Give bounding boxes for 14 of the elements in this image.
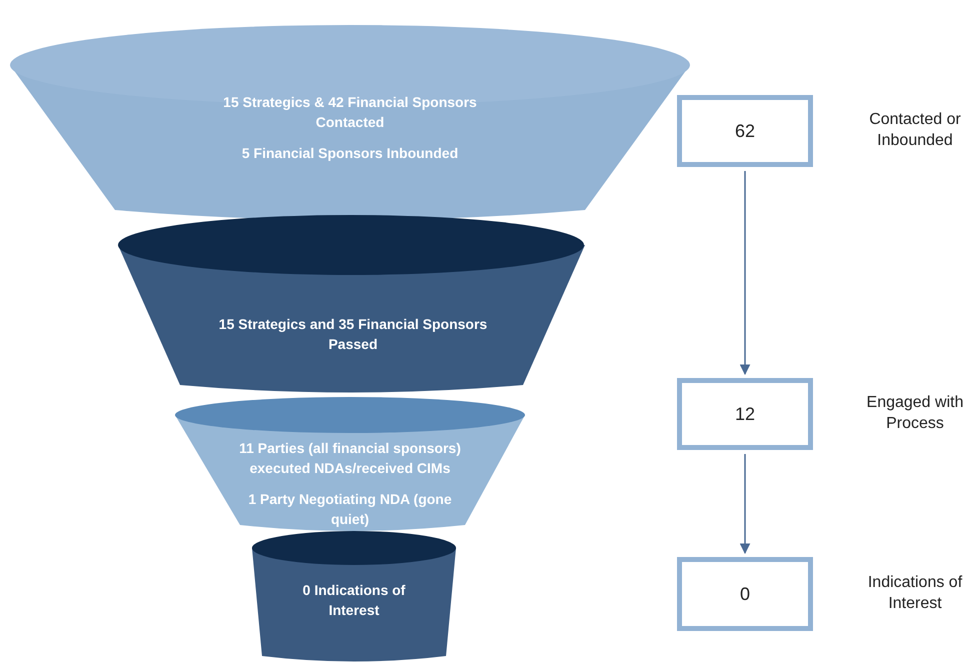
funnel-text: 0 Indications of Interest xyxy=(302,581,406,620)
funnel-text: 1 Party Negotiating NDA (gone quiet) xyxy=(247,490,453,529)
funnel-text: 15 Strategics & 42 Financial Sponsors Contacted xyxy=(222,93,478,132)
funnel-text: 5 Financial Sponsors Inbounded xyxy=(242,144,458,164)
arrow xyxy=(740,454,750,554)
stage-label: Contacted or Inbounded xyxy=(868,110,962,151)
count-box: 12 xyxy=(677,378,813,450)
funnel-text: 11 Parties (all financial sponsors) executed NDAs/received CIMs xyxy=(238,439,462,478)
stage-label: Indications of Interest xyxy=(866,573,964,614)
arrow xyxy=(740,171,750,376)
funnel-text: 15 Strategics and 35 Financial Sponsors Passed xyxy=(218,315,488,354)
count-box: 62 xyxy=(677,95,813,167)
count-box: 0 xyxy=(677,557,813,631)
stage-label: Engaged with Process xyxy=(866,393,964,434)
